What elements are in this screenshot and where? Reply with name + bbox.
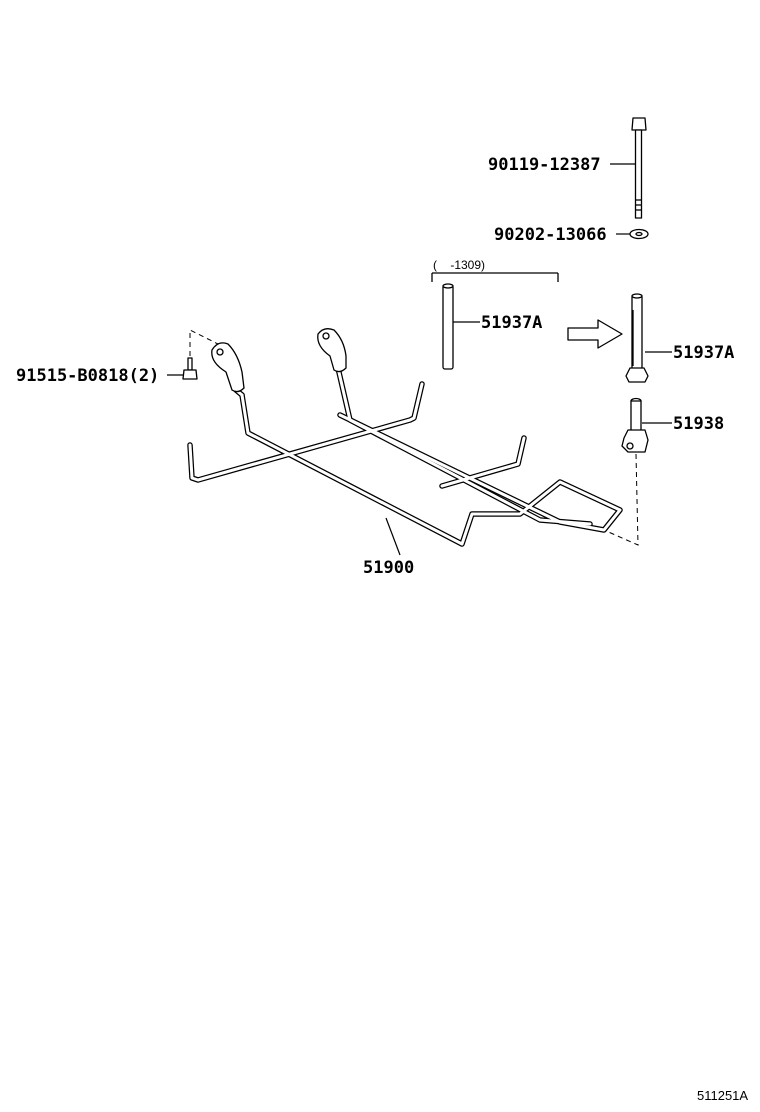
- small-bolt-dash: [189, 329, 223, 356]
- bracket-icon[interactable]: [621, 397, 649, 453]
- replacement-arrow-icon: [567, 319, 623, 349]
- old-rod-icon[interactable]: [442, 283, 454, 370]
- carrier-icon[interactable]: [187, 328, 623, 547]
- carrier-part-number[interactable]: 51900: [363, 558, 414, 578]
- figure-id: 511251A: [697, 1088, 748, 1103]
- new-rod-icon[interactable]: [625, 293, 649, 383]
- carrier-leader: [385, 517, 401, 556]
- small-bolt-part-number[interactable]: 91515-B0818(2): [16, 366, 159, 386]
- bracket-part-number[interactable]: 51938: [673, 414, 724, 434]
- bolt-icon[interactable]: [631, 117, 647, 219]
- small-bolt-icon[interactable]: [182, 357, 198, 380]
- washer-icon[interactable]: [629, 228, 649, 240]
- bracket-to-carrier-dash: [603, 453, 639, 546]
- old-rod-part-number[interactable]: 51937A: [481, 313, 542, 333]
- applicability-note: ( -1309): [433, 258, 485, 272]
- bolt-part-number[interactable]: 90119-12387: [488, 155, 601, 175]
- washer-part-number[interactable]: 90202-13066: [494, 225, 607, 245]
- applicability-bracket: [431, 272, 559, 282]
- new-rod-part-number[interactable]: 51937A: [673, 343, 734, 363]
